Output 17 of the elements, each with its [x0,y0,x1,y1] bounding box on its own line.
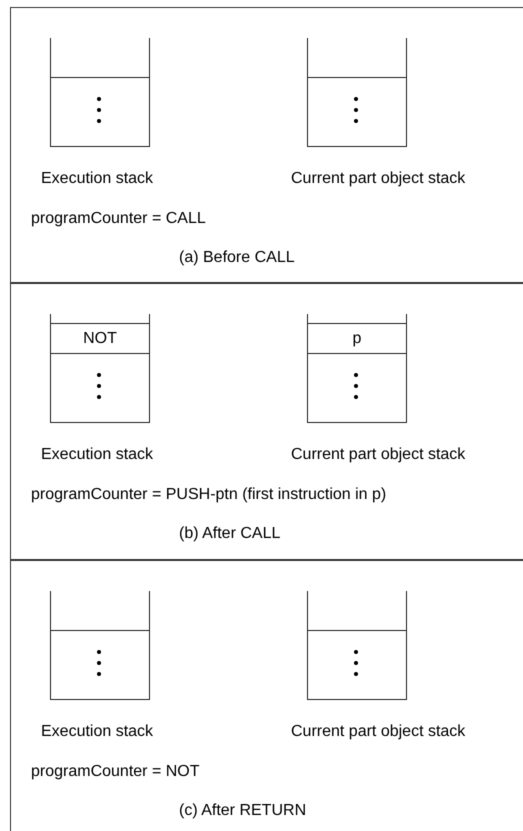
state-text: programCounter = NOT [31,764,200,780]
state-text: programCounter = PUSH-ptn (first instruction in p) [31,487,386,503]
stack-cell: NOT [50,323,150,354]
stack-label: Execution stack [41,724,154,740]
panel [10,560,523,831]
stack-label: Current part object stack [291,171,466,187]
stack-label: Execution stack [41,171,154,187]
stack-cell: p [307,323,407,354]
panel [10,283,523,560]
panel-caption: (c) After RETURN [179,803,306,819]
panel [10,7,523,283]
stack-label: Current part object stack [291,447,466,463]
panel-caption: (a) Before CALL [179,250,295,266]
panel-caption: (b) After CALL [179,526,280,542]
stack-label: Current part object stack [291,724,466,740]
state-text: programCounter = CALL [31,211,206,227]
stack-label: Execution stack [41,447,154,463]
